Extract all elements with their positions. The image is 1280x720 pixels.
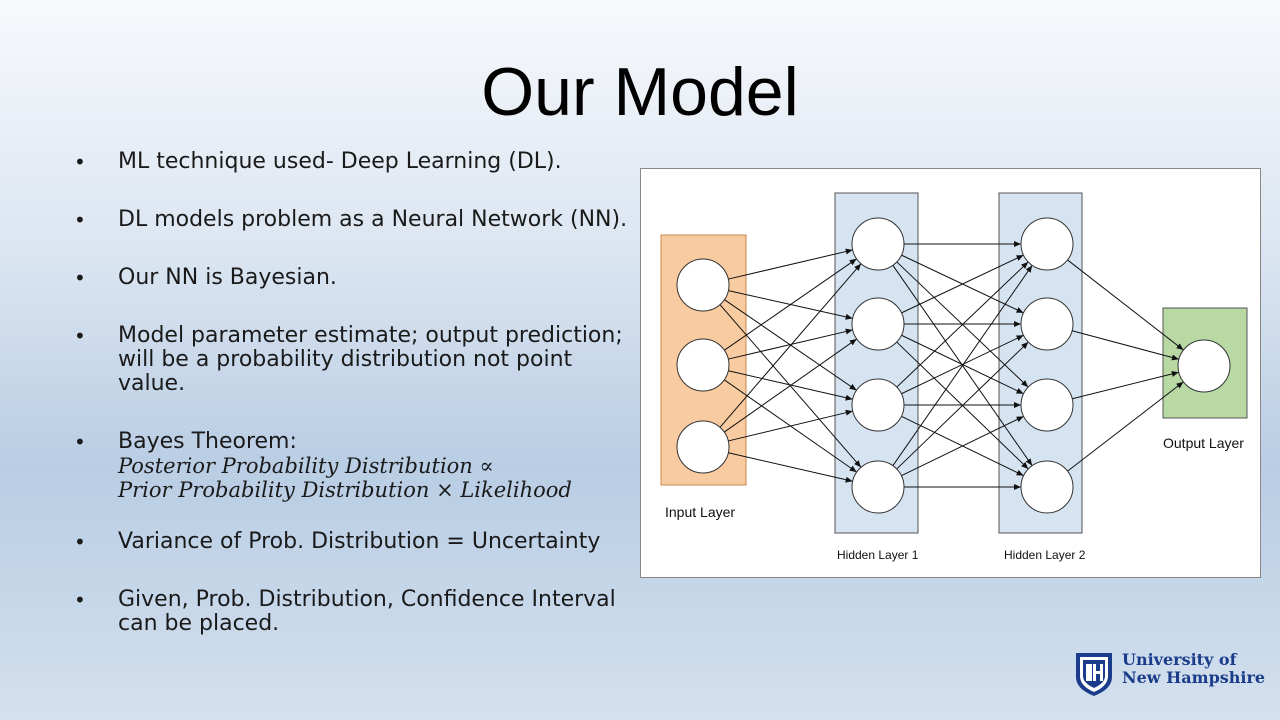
bullet-item: • Variance of Prob. Distribution = Uncert… bbox=[74, 529, 601, 555]
bullet-marker: • bbox=[74, 430, 86, 454]
logo-line-1: University of bbox=[1122, 650, 1237, 669]
bullet-math: Posterior Probability Distribution ∝ bbox=[118, 454, 494, 478]
hidden-1-node bbox=[851, 378, 905, 432]
bullet-text: will be a probability distribution not p… bbox=[118, 347, 573, 372]
bullet-text: Variance of Prob. Distribution = Uncerta… bbox=[118, 529, 601, 554]
hidden-layer-2-label: Hidden Layer 2 bbox=[1004, 548, 1086, 562]
bullet-text: Our NN is Bayesian. bbox=[118, 265, 337, 290]
bullet-item: • Our NN is Bayesian. bbox=[74, 265, 337, 291]
bullet-marker: • bbox=[74, 208, 86, 232]
neural-network-diagram: Input Layer Hidden Layer 1 Hidden Layer … bbox=[640, 168, 1261, 578]
connection-edge bbox=[1067, 259, 1184, 351]
hidden-2-node bbox=[1020, 297, 1074, 351]
bullet-marker: • bbox=[74, 530, 86, 554]
connection-edge bbox=[728, 328, 853, 360]
unh-logo: University of New Hampshire bbox=[1074, 650, 1266, 701]
hidden-1-node bbox=[851, 297, 905, 351]
logo-line-2: New Hampshire bbox=[1122, 668, 1266, 687]
input-node bbox=[676, 258, 730, 312]
bullet-item: • Bayes Theorem:Posterior Probability Dis… bbox=[74, 429, 572, 503]
neural-network-svg: Input Layer Hidden Layer 1 Hidden Layer … bbox=[660, 192, 1248, 562]
bullet-text: Model parameter estimate; output predict… bbox=[118, 323, 623, 348]
connection-edge bbox=[896, 341, 1029, 470]
output-layer-label: Output Layer bbox=[1163, 435, 1244, 451]
hidden-1-node bbox=[851, 217, 905, 271]
bullet-marker: • bbox=[74, 150, 86, 174]
hidden-2-node bbox=[1020, 460, 1074, 514]
bullet-item: • Model parameter estimate; output predic… bbox=[74, 324, 623, 396]
bullet-math: Prior Probability Distribution × Likelih… bbox=[118, 478, 572, 502]
bullet-item: • Given, Prob. Distribution, Confidence I… bbox=[74, 588, 616, 636]
bullet-text: DL models problem as a Neural Network (N… bbox=[118, 207, 628, 232]
connection-edge bbox=[1071, 330, 1180, 361]
connection-edge bbox=[719, 263, 862, 428]
bullet-text: can be placed. bbox=[118, 611, 280, 636]
bullet-text: Given, Prob. Distribution, Confidence In… bbox=[118, 587, 616, 612]
hidden-layer-1-label: Hidden Layer 1 bbox=[837, 548, 919, 562]
bullet-text: ML technique used- Deep Learning (DL). bbox=[118, 149, 562, 174]
hidden-1-node bbox=[851, 460, 905, 514]
hidden-2-node bbox=[1020, 378, 1074, 432]
connection-edge bbox=[728, 452, 853, 483]
connection-edge bbox=[901, 334, 1024, 395]
connection-edge bbox=[901, 415, 1024, 477]
bullet-marker: • bbox=[74, 588, 86, 612]
bullet-text: Bayes Theorem: bbox=[118, 429, 297, 454]
connection-edge bbox=[1067, 381, 1184, 472]
connection-edge bbox=[724, 258, 857, 351]
input-node bbox=[676, 338, 730, 392]
bullet-marker: • bbox=[74, 324, 86, 348]
connection-edge bbox=[723, 338, 858, 433]
connection-edge bbox=[728, 248, 853, 280]
bullet-item: • DL models problem as a Neural Network (… bbox=[74, 207, 628, 233]
unh-shield-icon bbox=[1076, 653, 1112, 696]
connection-edge bbox=[896, 261, 1029, 388]
bullet-marker: • bbox=[74, 266, 86, 290]
input-layer-label: Input Layer bbox=[665, 504, 735, 520]
connection-edge bbox=[728, 409, 853, 442]
bullet-item: • ML technique used- Deep Learning (DL). bbox=[74, 149, 562, 175]
bullet-text: value. bbox=[118, 371, 186, 396]
hidden-2-node bbox=[1020, 217, 1074, 271]
connection-edge bbox=[892, 265, 1033, 466]
connection-edge bbox=[901, 254, 1024, 314]
connection-edge bbox=[1072, 371, 1179, 400]
output-node bbox=[1177, 339, 1231, 393]
input-node bbox=[676, 420, 730, 474]
slide-title: Our Model bbox=[481, 54, 799, 130]
